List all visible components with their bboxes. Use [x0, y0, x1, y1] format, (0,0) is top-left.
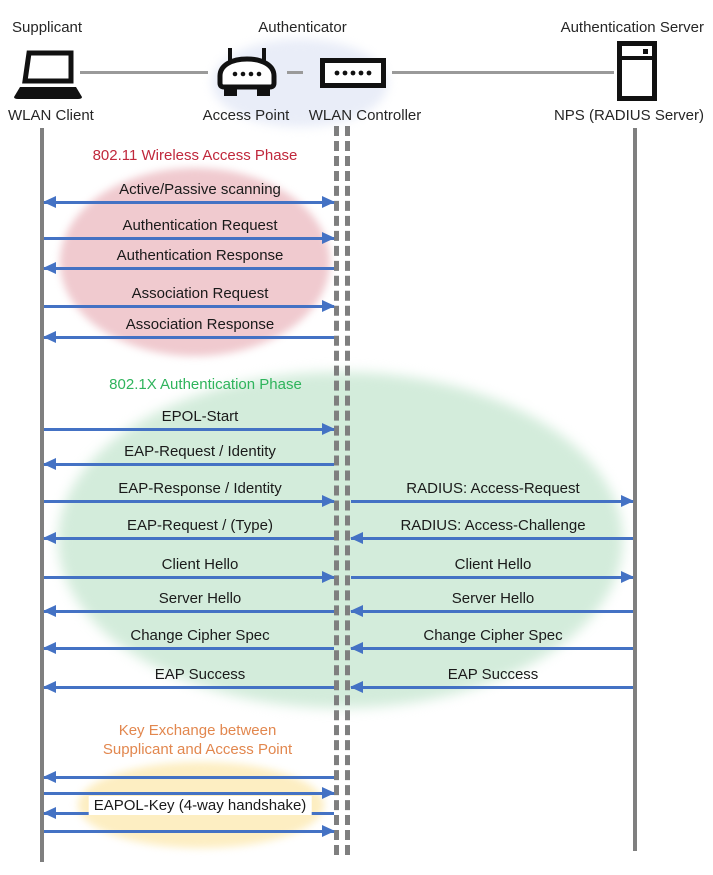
message-arrow-line [351, 610, 633, 613]
authenticator-lifeline-left [334, 126, 339, 855]
message-arrow-line [44, 576, 334, 579]
message-arrow-line [351, 647, 633, 650]
phase-ellipse-80211 [60, 168, 330, 356]
arrowhead-right-icon [322, 787, 335, 799]
phase-title-key-exchange: Key Exchange between Supplicant and Acce… [90, 721, 305, 759]
message-arrow-line [44, 201, 334, 204]
access-point-icon [217, 48, 277, 96]
message-label: EAP Success [154, 666, 246, 683]
arrowhead-left-icon [43, 196, 56, 208]
arrowhead-right-icon [322, 300, 335, 312]
message-arrow-line [44, 267, 334, 270]
message-label: Association Response [125, 316, 275, 333]
message-label: Change Cipher Spec [423, 627, 563, 644]
message-arrow-line [44, 776, 334, 779]
message-label: Authentication Response [116, 247, 284, 264]
message-label: RADIUS: Access-Request [406, 480, 580, 497]
wlan-controller-label: WLAN Controller [308, 107, 422, 124]
authenticator-lifeline-right [345, 126, 350, 855]
laptop-icon [14, 50, 82, 99]
connector-wlc-server [392, 71, 614, 74]
message-arrow-line [44, 336, 334, 339]
arrowhead-right-icon [621, 495, 634, 507]
arrowhead-right-icon [322, 825, 335, 837]
message-arrow-line [44, 830, 334, 833]
message-label: EPOL-Start [161, 408, 239, 425]
phase-title-80211: 802.11 Wireless Access Phase [92, 147, 298, 164]
message-arrow-line [44, 686, 334, 689]
arrowhead-left-icon [43, 642, 56, 654]
server-icon [617, 41, 657, 101]
message-label: EAP-Request / Identity [124, 443, 276, 460]
phase-title-key-exchange-line2: Supplicant and Access Point [102, 741, 293, 758]
arrowhead-left-icon [350, 532, 363, 544]
wlan-client-label: WLAN Client [8, 107, 94, 124]
arrowhead-left-icon [350, 605, 363, 617]
connector-client-ap [80, 71, 208, 74]
arrowhead-right-icon [322, 495, 335, 507]
phase-title-key-exchange-line1: Key Exchange between [118, 722, 277, 739]
arrowhead-left-icon [43, 681, 56, 693]
message-arrow-line [44, 647, 334, 650]
arrowhead-left-icon [43, 262, 56, 274]
message-label: RADIUS: Access-Challenge [400, 517, 586, 534]
phase-ellipse-8021x [58, 372, 623, 708]
arrowhead-left-icon [350, 642, 363, 654]
message-arrow-line [44, 305, 334, 308]
arrowhead-left-icon [350, 681, 363, 693]
message-label: EAP Success [447, 666, 539, 683]
message-label: Change Cipher Spec [130, 627, 270, 644]
arrowhead-left-icon [43, 331, 56, 343]
message-arrow-line [44, 610, 334, 613]
message-label: Authentication Request [122, 217, 278, 234]
message-arrow-line [44, 792, 334, 795]
message-arrow-line [44, 428, 334, 431]
phase-title-8021x: 802.1X Authentication Phase [109, 376, 302, 393]
message-arrow-line [44, 537, 334, 540]
arrowhead-left-icon [43, 532, 56, 544]
arrowhead-left-icon [43, 605, 56, 617]
auth-server-role-label: Authentication Server [560, 19, 704, 36]
message-label: Client Hello [161, 556, 239, 573]
nps-radius-server-label: NPS (RADIUS Server) [553, 107, 704, 124]
wlan-controller-icon [320, 58, 386, 88]
message-label: Client Hello [454, 556, 532, 573]
message-arrow-line [351, 537, 633, 540]
message-label: Active/Passive scanning [119, 181, 281, 198]
arrowhead-right-icon [322, 196, 335, 208]
message-arrow-line [44, 500, 334, 503]
arrowhead-right-icon [322, 571, 335, 583]
connector-ap-wlc [287, 71, 303, 74]
arrowhead-right-icon [322, 423, 335, 435]
message-arrow-line [44, 237, 334, 240]
message-label: EAPOL-Key (4-way handshake) [88, 796, 312, 815]
arrowhead-left-icon [43, 771, 56, 783]
message-arrow-line [351, 576, 633, 579]
arrowhead-left-icon [43, 458, 56, 470]
message-arrow-line [44, 463, 334, 466]
message-label: EAP-Response / Identity [118, 480, 282, 497]
access-point-label: Access Point [202, 107, 290, 124]
message-label: Server Hello [451, 590, 535, 607]
arrowhead-right-icon [322, 232, 335, 244]
message-label: EAP-Request / (Type) [127, 517, 273, 534]
supplicant-role-label: Supplicant [12, 19, 83, 36]
arrowhead-left-icon [43, 807, 56, 819]
arrowhead-right-icon [621, 571, 634, 583]
supplicant-lifeline [40, 128, 44, 862]
message-arrow-line [351, 500, 633, 503]
message-label: Association Request [131, 285, 269, 302]
auth-server-lifeline [633, 128, 637, 851]
message-label: Server Hello [158, 590, 242, 607]
authenticator-role-label: Authenticator [258, 19, 347, 36]
message-arrow-line [351, 686, 633, 689]
